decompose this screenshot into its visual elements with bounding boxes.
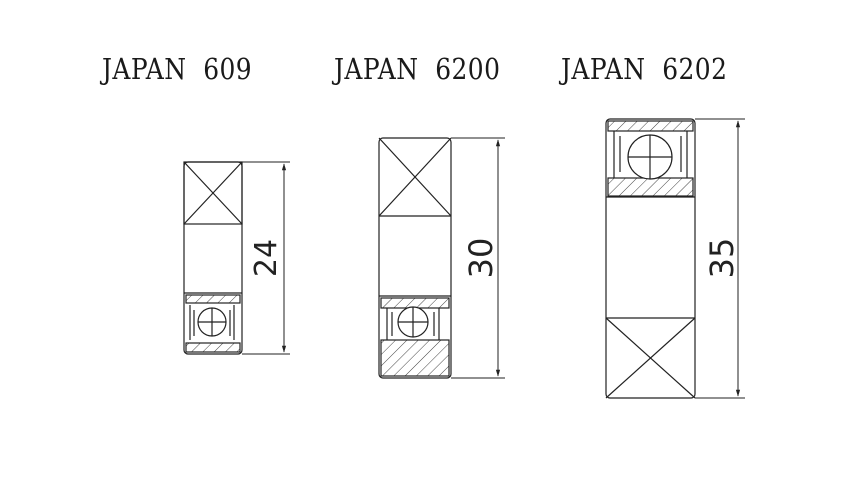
bearing-6202-title: JAPAN 6202 <box>561 52 728 86</box>
bearing-609-title: JAPAN 609 <box>102 52 253 86</box>
bearing-6200-outline <box>378 137 452 379</box>
bearing-6200-dimension-label: 30 <box>462 238 500 279</box>
bearing-6202-drawing <box>605 118 745 399</box>
bearing-6202-dimension-label: 35 <box>703 238 741 279</box>
bearing-6200-drawing <box>378 137 505 379</box>
bearing-6202-cross-b <box>605 317 696 399</box>
bearing-6202-outline <box>605 118 696 399</box>
bearing-609-cross-b <box>183 161 243 225</box>
bearing-6200-title: JAPAN 6200 <box>334 52 501 86</box>
bearing-609-dimension-label: 24 <box>249 239 284 277</box>
bearing-6200-cross-b <box>378 137 452 217</box>
bearing-609-drawing <box>183 161 290 355</box>
